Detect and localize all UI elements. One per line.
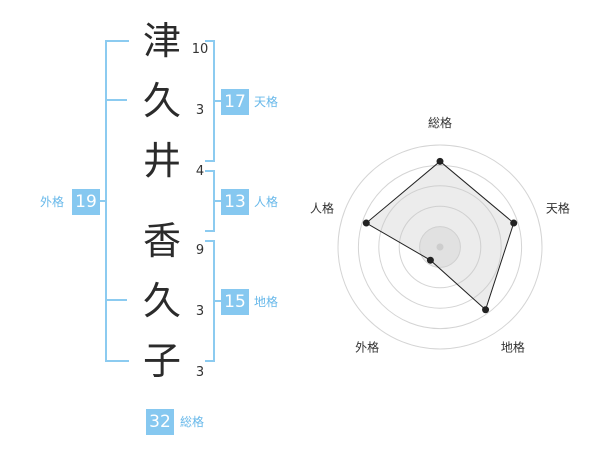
radar-axis-label-5: 人格 xyxy=(310,201,334,216)
stroke-count-1: 10 xyxy=(191,42,209,57)
gaikaku-bracket-tick xyxy=(107,99,127,101)
stroke-count-5: 3 xyxy=(195,304,205,319)
radar-rings xyxy=(337,144,543,350)
gaikaku-label: 外格 xyxy=(40,195,65,209)
name-char-1: 津 xyxy=(142,19,181,63)
name-char-6: 子 xyxy=(142,339,181,383)
soukaku-value: 32 xyxy=(146,409,174,435)
soukaku-label: 総格 xyxy=(180,415,205,429)
stroke-count-2: 3 xyxy=(195,103,205,118)
stroke-count-6: 3 xyxy=(195,365,205,380)
jinkaku-label: 人格 xyxy=(254,195,279,209)
chikaku-value: 15 xyxy=(221,289,249,315)
radar-axis-label-1: 総格 xyxy=(428,115,452,130)
radar-ring xyxy=(337,144,543,350)
radar-axis-label-2: 天格 xyxy=(546,201,570,216)
tenkaku-label: 天格 xyxy=(254,95,279,109)
stroke-count-4: 9 xyxy=(195,243,205,258)
jinkaku-value: 13 xyxy=(221,189,249,215)
radar-points xyxy=(362,157,518,314)
radar-ring xyxy=(378,185,502,309)
radar-axis-label-4: 外格 xyxy=(355,339,379,354)
radar-ring xyxy=(357,164,523,330)
tenkaku-connector xyxy=(213,100,221,102)
tenkaku-value: 17 xyxy=(221,89,249,115)
name-char-5: 久 xyxy=(142,279,181,323)
radar-point-3 xyxy=(482,306,490,314)
gaikaku-bracket-tick xyxy=(107,299,127,301)
chikaku-label: 地格 xyxy=(254,295,279,309)
radar-polygon xyxy=(365,160,515,311)
chikaku-connector xyxy=(213,300,221,302)
radar-ring xyxy=(398,205,482,289)
radar-point-5 xyxy=(362,219,370,227)
radar-point-1 xyxy=(436,157,444,165)
stroke-count-3: 4 xyxy=(195,164,205,179)
gaikaku-connector xyxy=(97,200,105,202)
jinkaku-connector xyxy=(213,200,221,202)
radar-point-4 xyxy=(426,256,434,264)
name-char-3: 井 xyxy=(142,139,181,183)
radar-center xyxy=(436,243,444,251)
gaikaku-bracket xyxy=(105,40,129,362)
radar-point-2 xyxy=(510,219,518,227)
gaikaku-value: 19 xyxy=(72,189,100,215)
radar-axis-label-3: 地格 xyxy=(501,339,525,354)
name-char-4: 香 xyxy=(142,219,181,263)
name-char-2: 久 xyxy=(142,79,181,123)
